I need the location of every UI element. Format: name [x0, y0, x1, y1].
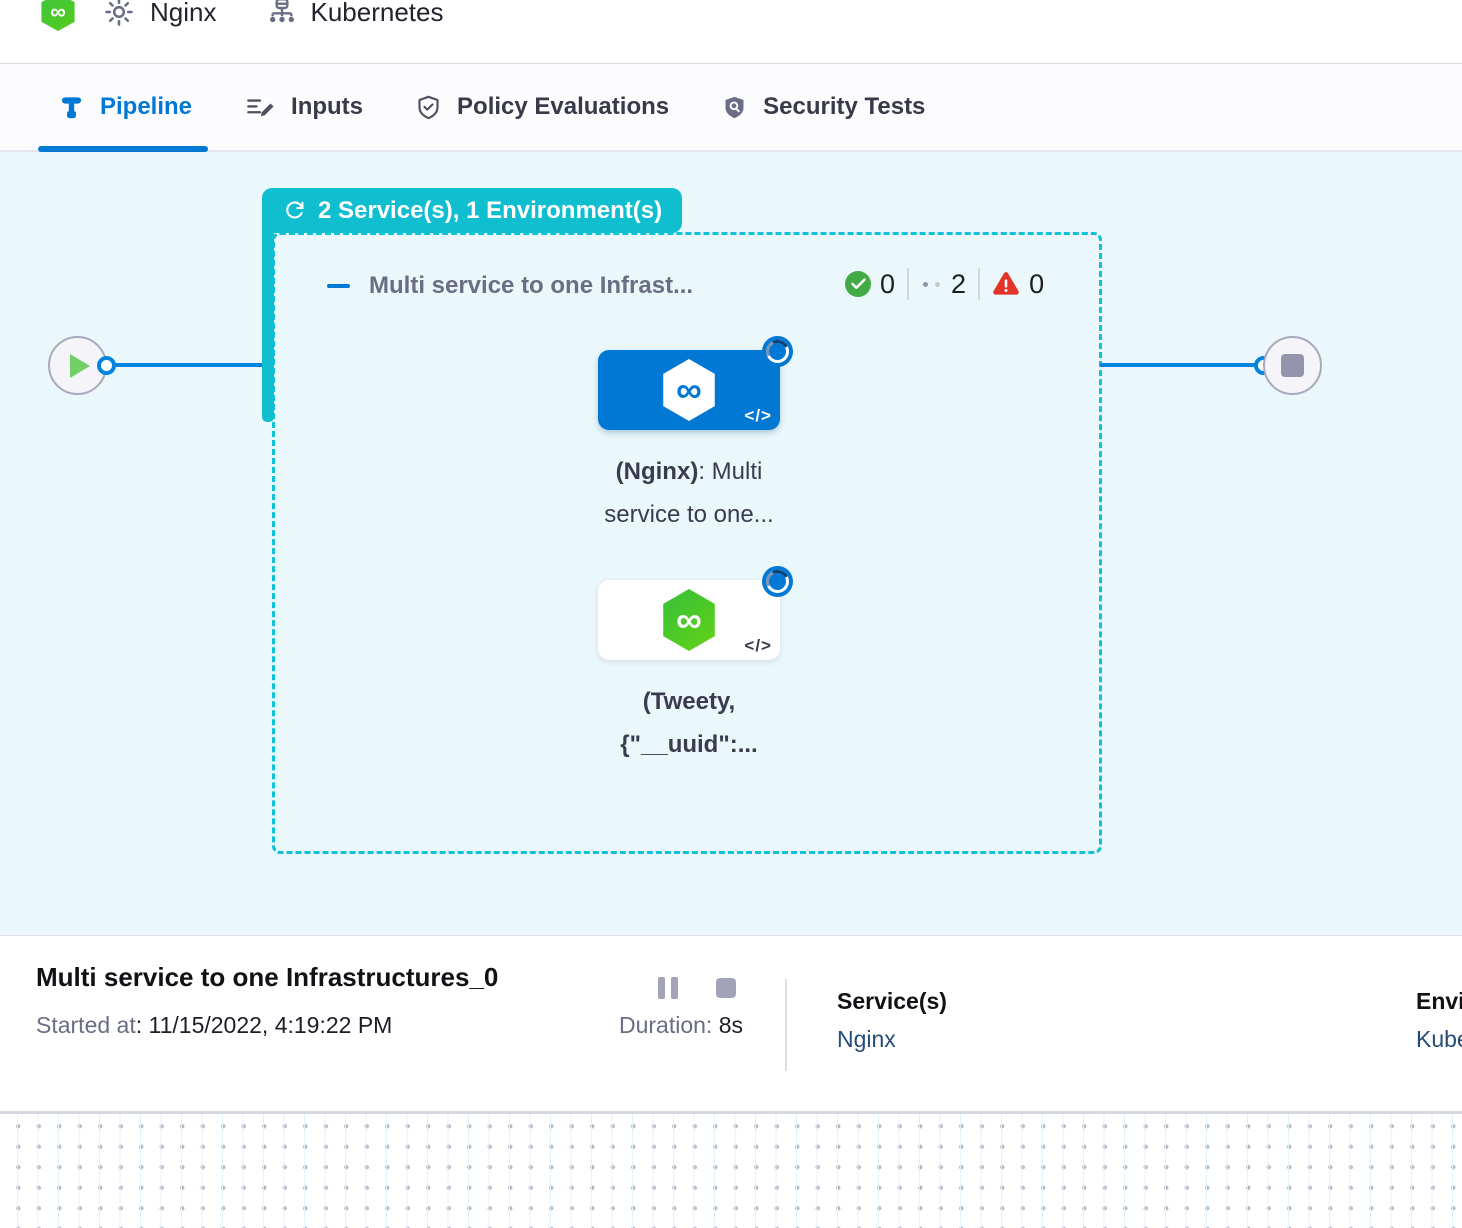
- breadcrumb-service-label[interactable]: Nginx: [150, 0, 216, 28]
- success-icon: [845, 271, 871, 297]
- harness-logo-icon: ∞: [40, 0, 76, 31]
- tab-policy-evaluations[interactable]: Policy Evaluations: [415, 64, 669, 150]
- gear-icon: [102, 0, 136, 29]
- services-label: Service(s): [837, 988, 947, 1015]
- execution-info-bar: Multi service to one Infrastructures_0 S…: [0, 935, 1462, 1111]
- environments-label: Environment(s): [1416, 988, 1462, 1015]
- warning-triangle-icon: [992, 271, 1020, 297]
- tab-label: Pipeline: [100, 93, 192, 121]
- edge-start: [106, 363, 266, 367]
- divider: [785, 979, 787, 1071]
- breadcrumb: ∞ Nginx Kubernetes: [40, 0, 443, 36]
- stage-group-bar: [262, 232, 274, 422]
- loop-icon: [282, 198, 307, 223]
- breadcrumb-bar: ∞ Nginx Kubernetes: [0, 0, 1462, 64]
- breadcrumb-environment-label[interactable]: Kubernetes: [310, 0, 443, 28]
- collapse-icon[interactable]: [327, 284, 350, 288]
- pipeline-icon: [58, 94, 85, 121]
- infrastructure-icon: [266, 0, 298, 29]
- environments-block: Environment(s) Kubernetes: [1416, 988, 1462, 1053]
- duration: Duration: 8s: [619, 1012, 743, 1039]
- inputs-icon: [244, 93, 276, 121]
- execution-title: Multi service to one Infrastructures_0: [36, 962, 498, 993]
- divider: [907, 268, 909, 300]
- abort-button[interactable]: [716, 978, 736, 998]
- stage-title[interactable]: Multi service to one Infrast...: [369, 272, 693, 300]
- shield-check-icon: [415, 93, 442, 122]
- started-at: Started at: 11/15/2022, 4:19:22 PM: [36, 1012, 392, 1039]
- tab-inputs[interactable]: Inputs: [244, 64, 363, 150]
- pipeline-end-node[interactable]: [1263, 336, 1322, 395]
- stop-icon: [1281, 354, 1304, 377]
- connector-port-start[interactable]: [97, 356, 116, 375]
- running-count: 2: [951, 269, 966, 300]
- service-environment-group-badge[interactable]: 2 Service(s), 1 Environment(s): [262, 188, 682, 233]
- stage-node-label: (Tweety,{"__uuid":...: [539, 680, 839, 766]
- running-icon: [923, 282, 940, 287]
- group-badge-label: 2 Service(s), 1 Environment(s): [318, 197, 662, 225]
- failed-count: 0: [1029, 269, 1044, 300]
- stage-status-counts: 0 2 0: [845, 268, 1044, 300]
- tab-label: Inputs: [291, 93, 363, 121]
- tab-label: Policy Evaluations: [457, 93, 669, 121]
- pipeline-canvas: 2 Service(s), 1 Environment(s) Multi ser…: [0, 152, 1462, 935]
- console-grid-area: [0, 1111, 1462, 1228]
- play-icon: [70, 354, 90, 378]
- edge-end: [1100, 363, 1263, 367]
- tab-security-tests[interactable]: Security Tests: [721, 64, 925, 150]
- success-count: 0: [880, 269, 895, 300]
- environments-value-link[interactable]: Kubernetes: [1416, 1026, 1462, 1053]
- stage-header: Multi service to one Infrast...: [327, 272, 693, 300]
- shield-search-icon: [721, 93, 748, 122]
- services-block: Service(s) Nginx: [837, 988, 947, 1053]
- loop-strategy-badge[interactable]: [762, 566, 793, 597]
- tab-label: Security Tests: [763, 93, 925, 121]
- tab-pipeline[interactable]: Pipeline: [58, 64, 192, 150]
- tab-bar: Pipeline Inputs Policy Evaluations: [0, 64, 1462, 152]
- stage-node-label: (Nginx): Multiservice to one...: [539, 450, 839, 536]
- loop-strategy-badge[interactable]: [762, 336, 793, 367]
- pause-button[interactable]: [658, 977, 678, 999]
- services-value-link[interactable]: Nginx: [837, 1026, 947, 1053]
- divider: [978, 268, 980, 300]
